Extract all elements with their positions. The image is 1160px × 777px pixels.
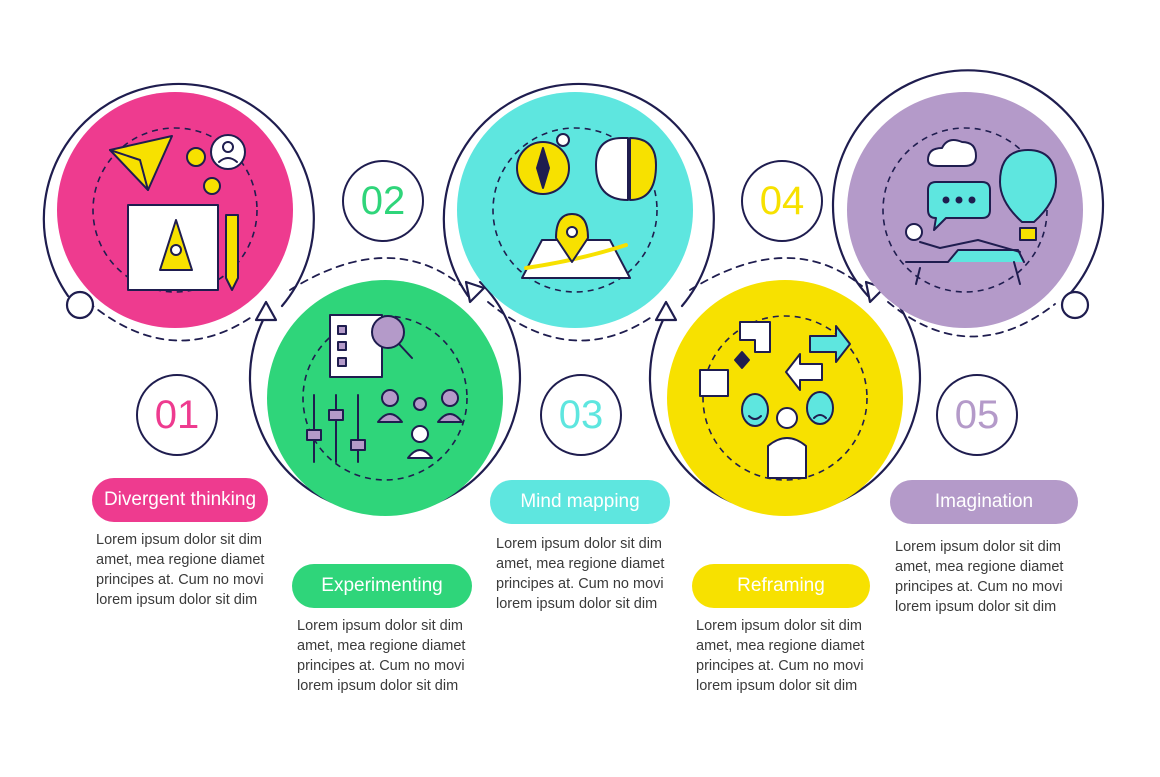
step-5-description: Lorem ipsum dolor sit dim amet, mea regi… (895, 537, 1085, 617)
step-3-title: Mind mapping (490, 480, 670, 524)
step-4-line-4: lorem ipsum dolor sit dim (696, 678, 858, 694)
team-gear-icon (377, 389, 463, 459)
step-5-title: Imagination (890, 480, 1078, 524)
step-2-line-3: principes at. Cum no movi (297, 658, 465, 674)
brain-icon (595, 137, 657, 201)
lounge-chair-icon (905, 223, 1025, 285)
arrows-icon (785, 325, 851, 391)
masks-icon (741, 391, 834, 427)
frame-hands-icon (699, 321, 771, 397)
step-1-ring (42, 82, 315, 308)
step-1-line-1: Lorem ipsum dolor sit dim (96, 532, 262, 548)
step-4-line-2: amet, mea regione diamet (696, 638, 865, 654)
pencil-icon (225, 214, 239, 291)
step-4-title: Reframing (692, 564, 870, 608)
step-1-title: Divergent thinking (92, 478, 268, 522)
step-3-line-3: principes at. Cum no movi (496, 576, 664, 592)
step-2-line-2: amet, mea regione diamet (297, 638, 466, 654)
step-2-line-4: lorem ipsum dolor sit dim (297, 678, 459, 694)
step-2-line-1: Lorem ipsum dolor sit dim (297, 618, 463, 634)
step-4-description: Lorem ipsum dolor sit dim amet, mea regi… (696, 616, 886, 696)
step-5-ring (831, 69, 1105, 298)
step-5-line-1: Lorem ipsum dolor sit dim (895, 539, 1061, 555)
sliders-icon (306, 394, 366, 463)
chat-bubble-icon (927, 181, 991, 231)
step-3-line-4: lorem ipsum dolor sit dim (496, 596, 658, 612)
step-2-description: Lorem ipsum dolor sit dim amet, mea regi… (297, 616, 487, 696)
step-4-line-3: principes at. Cum no movi (696, 658, 864, 674)
compass-icon (516, 133, 570, 195)
step-5-number: 05 (936, 374, 1018, 456)
checklist-magnifier-icon (329, 314, 413, 378)
step-3-description: Lorem ipsum dolor sit dim amet, mea regi… (496, 534, 686, 614)
map-pin-icon (521, 213, 631, 279)
step-3-number: 03 (540, 374, 622, 456)
step-1-description: Lorem ipsum dolor sit dim amet, mea regi… (96, 530, 286, 610)
step-1-line-2: amet, mea regione diamet (96, 552, 265, 568)
step-4-line-1: Lorem ipsum dolor sit dim (696, 618, 862, 634)
person-icon (767, 407, 807, 479)
step-3-line-2: amet, mea regione diamet (496, 556, 665, 572)
step-5-line-4: lorem ipsum dolor sit dim (895, 599, 1057, 615)
step-2-title: Experimenting (292, 564, 472, 608)
cloud-icon (927, 139, 977, 167)
step-4-number: 04 (741, 160, 823, 242)
paper-plane-icon (109, 135, 173, 191)
gears-icon (186, 147, 221, 195)
step-1-line-3: principes at. Cum no movi (96, 572, 264, 588)
step-1-number: 01 (136, 374, 218, 456)
step-3-ring (442, 82, 715, 308)
rocket-blueprint-icon (127, 204, 219, 291)
step-5-line-2: amet, mea regione diamet (895, 559, 1064, 575)
step-5-line-3: principes at. Cum no movi (895, 579, 1063, 595)
hot-air-balloon-icon (999, 149, 1057, 241)
step-1-line-4: lorem ipsum dolor sit dim (96, 592, 258, 608)
user-icon (210, 134, 246, 170)
step-2-number: 02 (342, 160, 424, 242)
step-3-line-1: Lorem ipsum dolor sit dim (496, 536, 662, 552)
